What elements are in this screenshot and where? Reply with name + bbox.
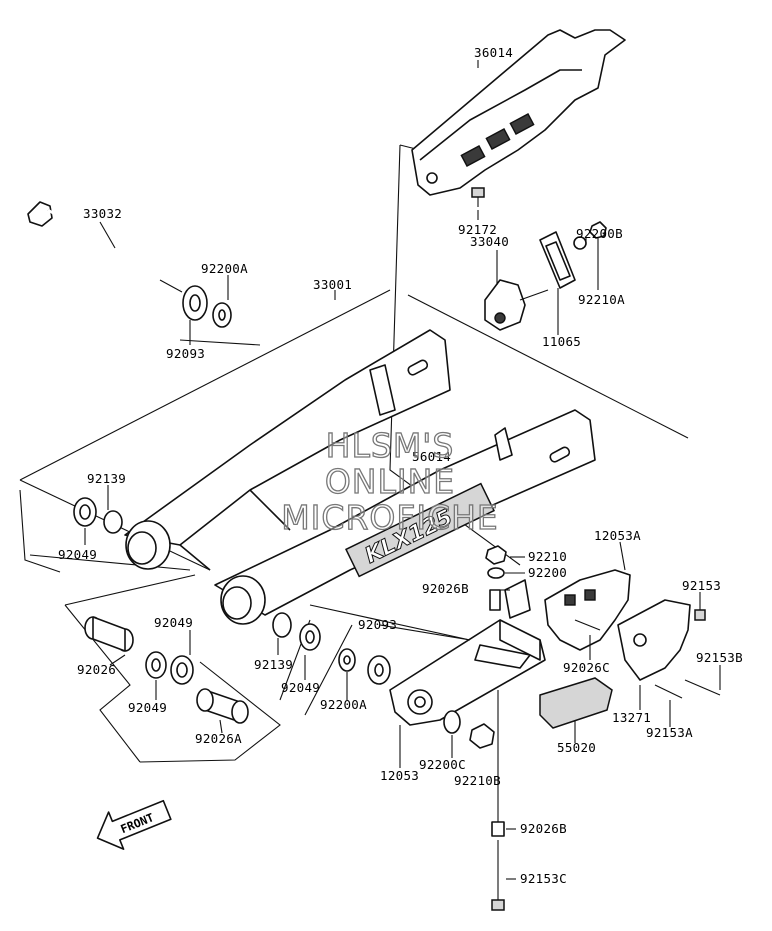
nut-92210A <box>589 221 607 239</box>
callout-36014: 36014 <box>474 45 513 60</box>
callout-labels: 36014 92172 33032 92200A 92093 33040 922… <box>58 45 743 886</box>
plate-13271 <box>617 599 691 681</box>
bracket-12053A <box>544 569 631 651</box>
axle-33032 <box>27 201 183 293</box>
plate-11065 <box>539 231 576 289</box>
collar-92139-b <box>272 612 292 638</box>
callout-92200B: 92200B <box>576 226 623 241</box>
nut-92210 <box>485 545 507 565</box>
collar-92026B-top <box>489 589 501 611</box>
seal-92093 <box>182 285 208 321</box>
bolt-92153 <box>694 600 706 621</box>
callout-33032: 33032 <box>83 206 122 221</box>
callout-92093-top: 92093 <box>166 346 205 361</box>
nut-92210B <box>469 723 495 749</box>
collar-92026B-bottom <box>491 821 505 837</box>
callout-92200A-top: 92200A <box>201 261 248 276</box>
watermark-line-1: HLSM'S <box>325 426 455 465</box>
washer-92200 <box>487 567 505 579</box>
callout-55020: 55020 <box>557 740 596 755</box>
callout-33040: 33040 <box>470 234 509 249</box>
callout-92139-a: 92139 <box>87 471 126 486</box>
callout-92026B-bottom: 92026B <box>520 821 567 836</box>
callout-92210B: 92210B <box>454 773 501 788</box>
callout-92153A: 92153A <box>646 725 693 740</box>
chain-guide-36014 <box>411 29 626 196</box>
swingarm-33001: KLX125 <box>124 329 596 625</box>
bolt-92172 <box>471 187 485 207</box>
callout-12053A: 12053A <box>594 528 641 543</box>
callout-92200: 92200 <box>528 565 567 580</box>
washer-92200A-top <box>212 302 232 328</box>
callout-92139-b: 92139 <box>254 657 293 672</box>
bearing-92049-c <box>170 655 194 685</box>
callout-92049-d: 92049 <box>128 700 167 715</box>
callout-92026: 92026 <box>77 662 116 677</box>
bearing-92049-d <box>299 623 321 651</box>
callout-92210A: 92210A <box>578 292 625 307</box>
bolt-92153C <box>491 840 505 911</box>
callout-92200C: 92200C <box>419 757 466 772</box>
cover-55020 <box>539 677 613 729</box>
front-arrow: FRONT <box>96 799 172 850</box>
washer-92200A-mid <box>338 648 356 672</box>
callout-92200A-mid: 92200A <box>320 697 367 712</box>
callout-92049-a: 92049 <box>58 547 97 562</box>
callout-13271: 13271 <box>612 710 651 725</box>
callout-11065: 11065 <box>542 334 581 349</box>
callout-92049-b: 92049 <box>154 615 193 630</box>
callout-92172: 92172 <box>458 222 497 237</box>
watermark-line-3: MICROFICHE <box>281 498 499 537</box>
callout-92153C: 92153C <box>520 871 567 886</box>
callout-92049-c: 92049 <box>281 680 320 695</box>
bolt-92153B <box>684 679 721 696</box>
sleeve-92026A <box>196 688 249 724</box>
callout-33001: 33001 <box>313 277 352 292</box>
collar-92139-a <box>103 510 123 534</box>
washer-92200C <box>443 710 461 734</box>
bearing-92049-b <box>145 651 167 679</box>
leader-lines <box>84 60 721 880</box>
callout-56014: 56014 <box>412 449 451 464</box>
bearing-92049-a <box>73 497 97 527</box>
watermark-line-2: ONLINE <box>324 462 456 501</box>
callout-92026C: 92026C <box>563 660 610 675</box>
callout-12053: 12053 <box>380 768 419 783</box>
callout-92153B: 92153B <box>696 650 743 665</box>
callout-92093-b: 92093 <box>358 617 397 632</box>
bolt-92153A <box>654 684 683 699</box>
callout-92026B-top: 92026B <box>422 581 469 596</box>
adjuster-33040 <box>484 279 549 331</box>
sleeve-92026 <box>84 616 134 652</box>
callout-92153: 92153 <box>682 578 721 593</box>
seal-92093-b <box>367 655 391 685</box>
chain-slider-12053 <box>389 579 546 726</box>
callout-92210: 92210 <box>528 549 567 564</box>
callout-92026A: 92026A <box>195 731 242 746</box>
